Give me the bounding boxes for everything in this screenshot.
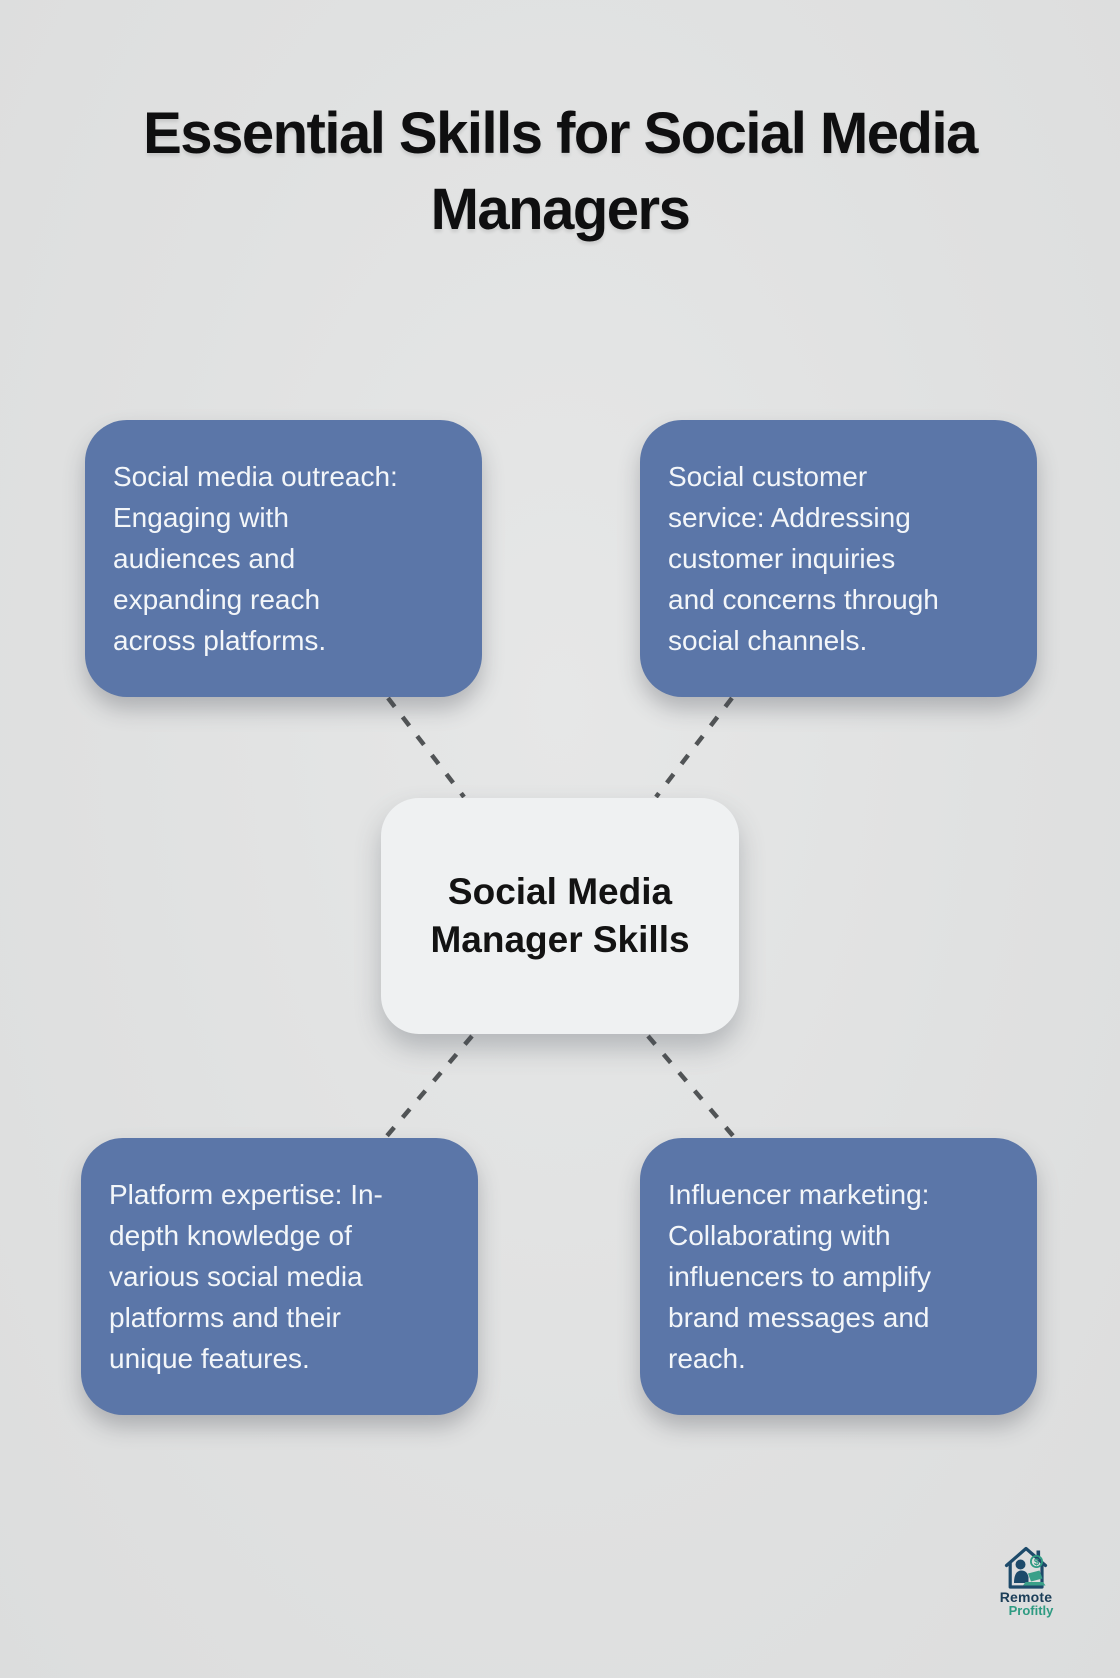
center-topic-card: Social Media Manager Skills — [381, 798, 739, 1034]
chimney-shape — [1036, 1550, 1041, 1558]
page-title: Essential Skills for Social Media Manage… — [143, 101, 978, 242]
person-head-shape — [1015, 1559, 1026, 1570]
skill-card-influencer-marketing: Influencer marketing: Collaborating with… — [640, 1138, 1037, 1415]
laptop-screen-shape — [1028, 1570, 1043, 1582]
brand-name-profitly: Profitly — [1008, 1603, 1054, 1618]
center-topic-label: Social Media Manager Skills — [430, 871, 690, 960]
dollar-symbol: $ — [1034, 1557, 1040, 1568]
walls-shape — [1008, 1561, 1044, 1589]
skill-card-text: Influencer marketing: Collaborating with… — [668, 1179, 932, 1374]
laptop-base-shape — [1023, 1582, 1046, 1586]
brand-name-remote: Remote — [999, 1589, 1053, 1605]
person-body-shape — [1014, 1570, 1029, 1583]
connector-line-top-right — [654, 696, 734, 799]
brand-logo: $ Remote Profitly — [988, 1544, 1064, 1618]
house-remote-worker-icon: $ — [1004, 1546, 1048, 1589]
skill-card-text: Social customer service: Addressing cust… — [668, 461, 939, 656]
connector-line-top-left — [386, 696, 466, 799]
dollar-badge-circle — [1029, 1554, 1043, 1568]
skill-card-social-customer-service: Social customer service: Addressing cust… — [640, 420, 1037, 697]
skill-card-social-media-outreach: Social media outreach: Engaging with aud… — [85, 420, 482, 697]
skill-card-platform-expertise: Platform expertise: In- depth knowledge … — [81, 1138, 478, 1415]
skill-card-text: Platform expertise: In- depth knowledge … — [109, 1179, 383, 1374]
connector-line-bottom-right — [646, 1034, 736, 1139]
roof-shape — [1004, 1546, 1048, 1568]
connector-line-bottom-left — [384, 1034, 474, 1139]
skill-card-text: Social media outreach: Engaging with aud… — [113, 461, 398, 656]
